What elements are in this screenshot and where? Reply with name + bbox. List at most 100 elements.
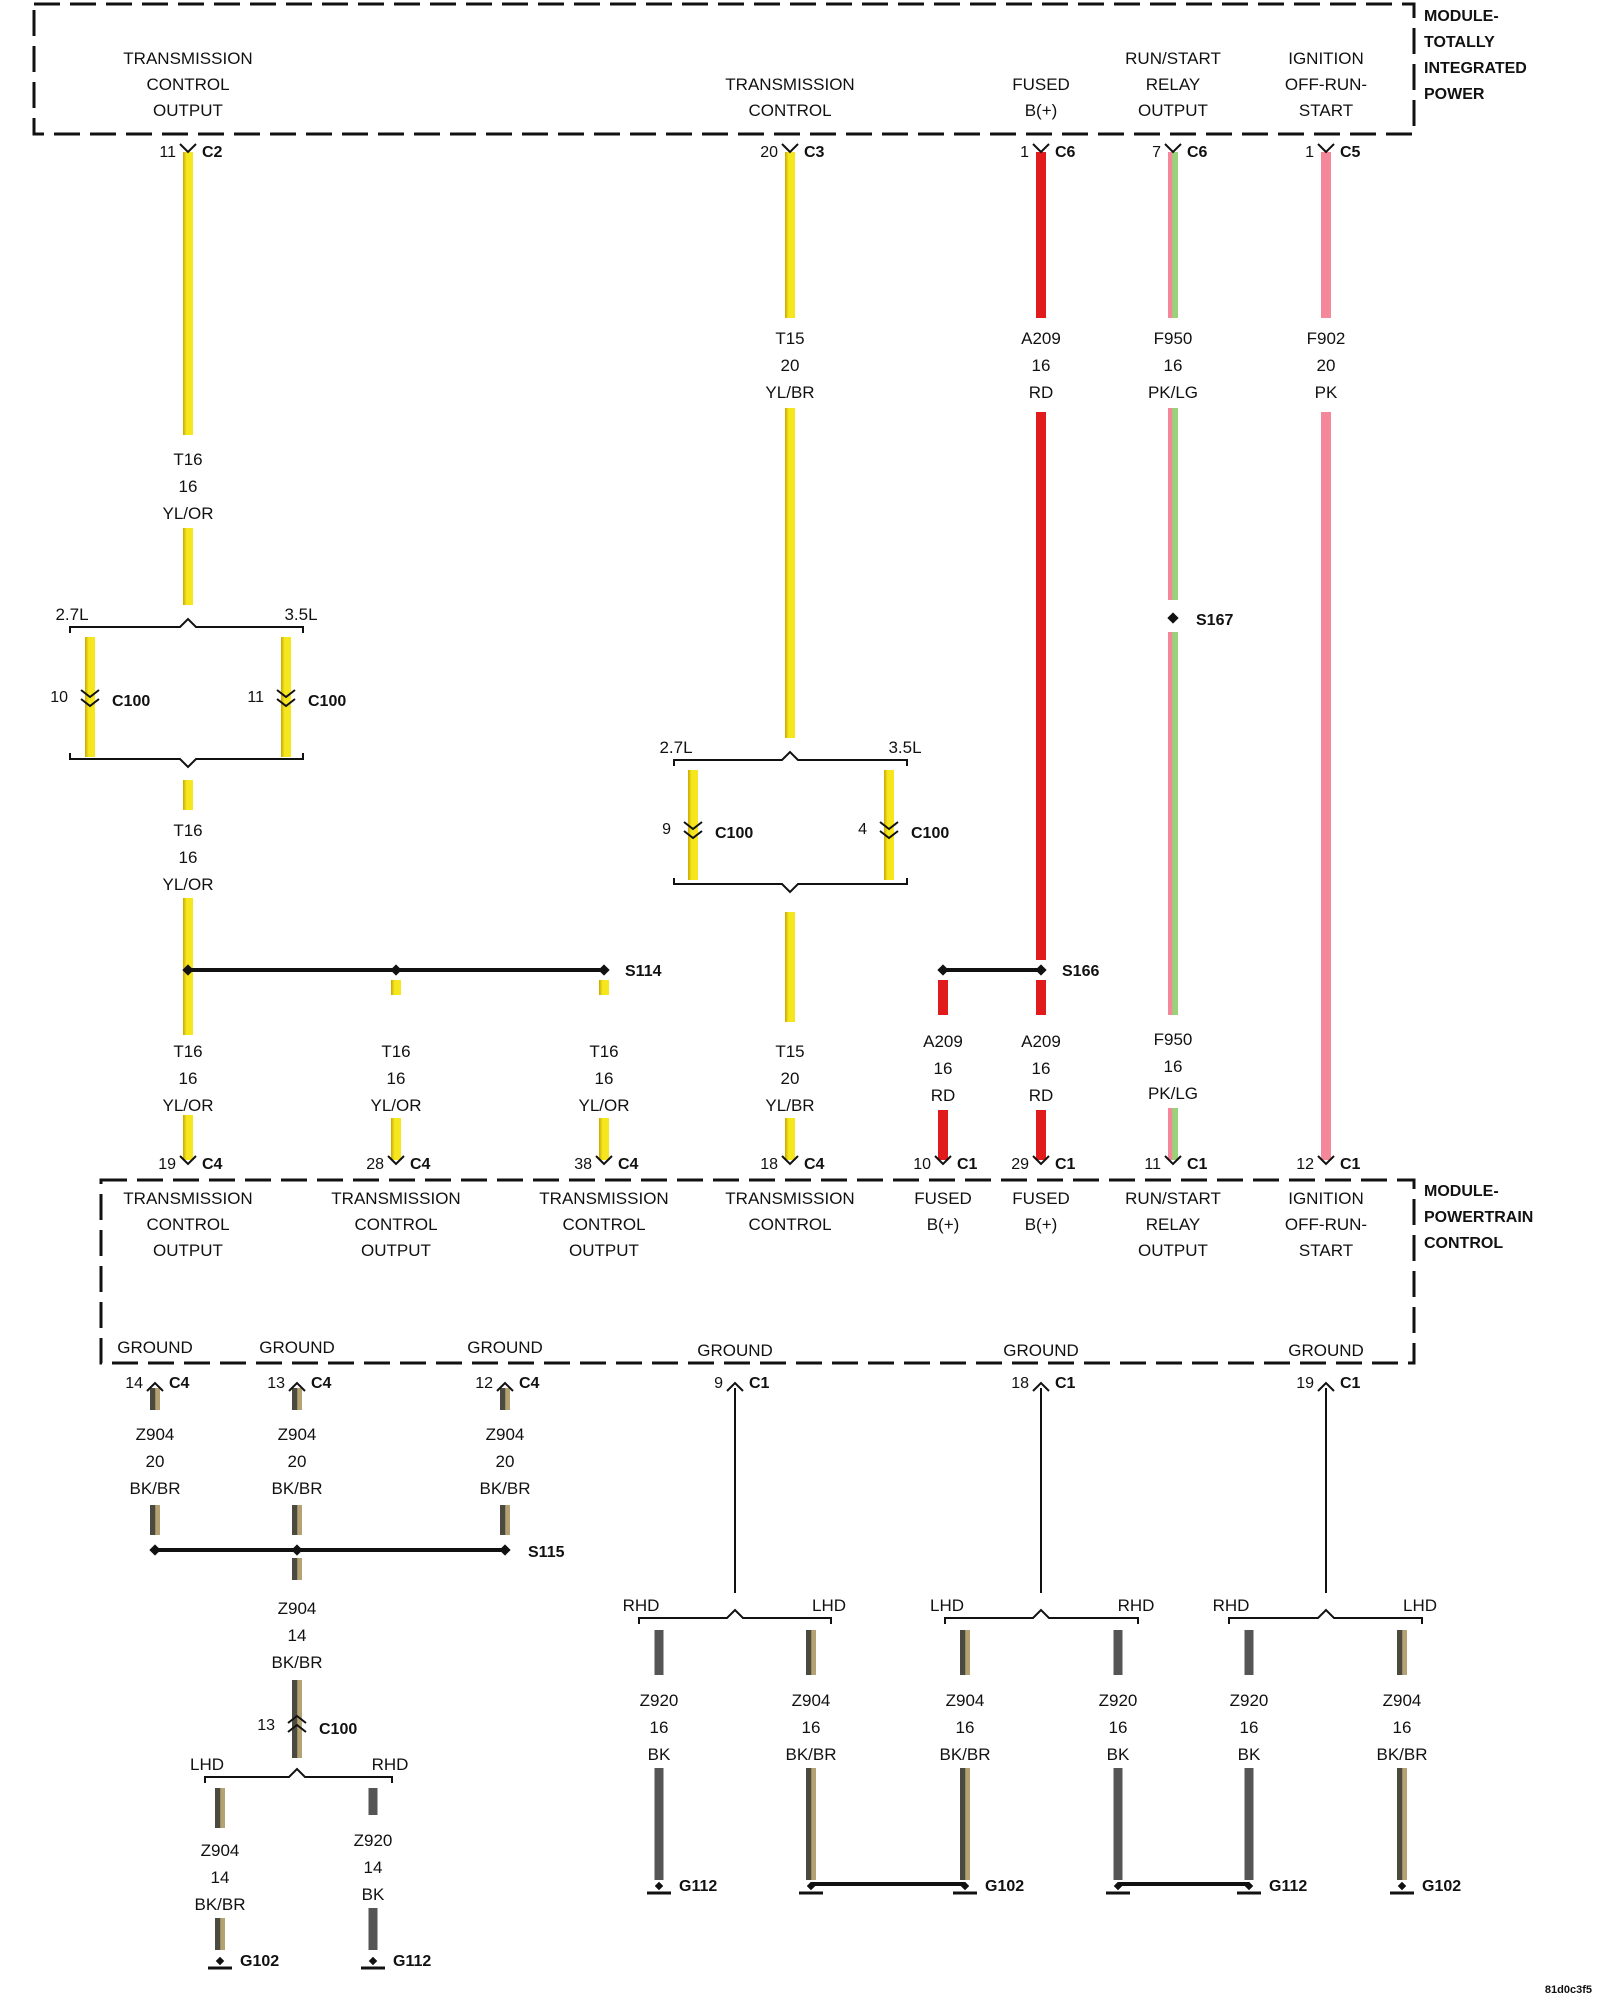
tipm-function-line: START [1299,101,1353,120]
inline-connector-symbol [879,821,899,831]
connector-id: C2 [202,144,223,161]
ground-dot [1397,1881,1407,1891]
z904-wire-label-line: Z904 [278,1599,317,1618]
ground-wire-label-line: BK/BR [939,1745,990,1764]
connector-pin-symbol [1032,143,1050,154]
pcm-function-line: TRANSMISSION [331,1189,460,1208]
wire-segment [688,770,698,880]
wire-segment [785,152,795,318]
t16-wire-label-line: 16 [179,477,198,496]
connector-id: C1 [1055,1375,1076,1392]
wire-segment [391,1118,401,1160]
pin-number: 18 [1011,1375,1029,1392]
z904-wire-label-line: 20 [496,1452,515,1471]
wire-segment [391,980,401,995]
ground-wire-label-line: Z904 [1383,1691,1422,1710]
wire-segment [368,1788,378,1815]
ground-wire-label-line: 16 [1393,1718,1412,1737]
tipm-function-line: RELAY [1146,75,1201,94]
connector-pin-symbol [179,143,197,154]
t16-wire-label-line: 16 [179,848,198,867]
a209-wire-label-line: A209 [1021,1032,1061,1051]
wire-segment [150,1388,160,1410]
splice-dot [390,964,402,976]
wire-segment [884,770,894,880]
option-label: LHD [812,1596,846,1615]
wire-segment [1321,412,1331,1160]
wire-segment [654,1630,664,1675]
splice-dot [1167,612,1179,624]
pcm-ground-label: GROUND [1288,1341,1364,1360]
splice-id: S115 [528,1544,565,1561]
connector-pin-symbol [179,1155,197,1166]
ground-wire-label-line: 16 [1109,1718,1128,1737]
tipm-function-line: RUN/START [1125,49,1221,68]
pin-number: 19 [158,1156,176,1173]
ground-id: G102 [1422,1878,1461,1895]
a209-wire-label-line: A209 [923,1032,963,1051]
wire-segment [785,408,795,738]
ground-wire-label-line: BK [648,1745,671,1764]
connector-pin-symbol [288,1381,306,1392]
a209-wire-label-line: 16 [1032,1059,1051,1078]
tipm-module-box [32,2,1416,136]
wire-segment [1168,1108,1178,1160]
inline-connector-id: C100 [112,693,150,710]
t16-wire-label-line: YL/OR [578,1096,629,1115]
wire-segment [1321,152,1331,318]
tipm-function-line: B(+) [1025,101,1058,120]
inline-connector-symbol [276,698,296,708]
ground-dot [806,1881,816,1891]
inline-connector-id: C100 [715,825,753,842]
pin-number: 11 [159,144,176,161]
pin-number: 12 [1296,1156,1314,1173]
ground-id: G102 [240,1953,279,1970]
ground-wire-label-line: BK/BR [785,1745,836,1764]
connector-id: C1 [749,1375,770,1392]
pcm-function-line: FUSED [1012,1189,1070,1208]
tipm-function-line: TRANSMISSION [725,75,854,94]
t16-wire-label-line: T16 [589,1042,618,1061]
a209-wire-label-line: RD [1029,1086,1054,1105]
option-split-bracket [638,1608,832,1624]
connector-pin-symbol [781,1155,799,1166]
connector-pin-symbol [1032,1381,1050,1392]
ground-wire-label-line: BK/BR [1376,1745,1427,1764]
marks-layer [69,143,1423,1970]
wire-segment [654,1768,664,1880]
pcm-ground-label: GROUND [467,1338,543,1357]
wire-segment [183,528,193,605]
ground-wire-label-line: Z920 [640,1691,679,1710]
splice-dot [598,964,610,976]
wire-segment [1397,1630,1407,1675]
wire-segment [1113,1630,1123,1675]
wire-segment [785,912,795,1022]
option-split-bracket [204,1767,393,1783]
tipm-function-line: OFF-RUN- [1285,75,1367,94]
wire-segment [215,1918,225,1950]
ground-dot [368,1956,378,1966]
inline-pin: 10 [50,689,68,706]
f950-wire-label-line: 16 [1164,1057,1183,1076]
ground-dot [960,1881,970,1891]
connector-id: C1 [1055,1156,1076,1173]
option-label: 2.7L [659,738,692,757]
pin-number: 29 [1011,1156,1029,1173]
z904-wire-label-line: BK/BR [271,1653,322,1672]
inline-connector-symbol [683,830,703,840]
wire-segment [183,898,193,1160]
option-label: 2.7L [55,605,88,624]
connector-pin-symbol [146,1381,164,1392]
connector-pin-symbol [387,1155,405,1166]
ground-id: G112 [393,1953,431,1970]
pcm-function-line: IGNITION [1288,1189,1364,1208]
z904-wire-label-line: Z904 [201,1841,240,1860]
wire-segment [292,1388,302,1410]
z920-wire-label-line: Z920 [354,1831,393,1850]
pin-number: 10 [913,1156,931,1173]
ground-dot [1244,1881,1254,1891]
wire-segment [1036,152,1046,318]
tipm-function-line: CONTROL [146,75,229,94]
pcm-function-line: OUTPUT [569,1241,639,1260]
z904-wire-label-line: 20 [146,1452,165,1471]
